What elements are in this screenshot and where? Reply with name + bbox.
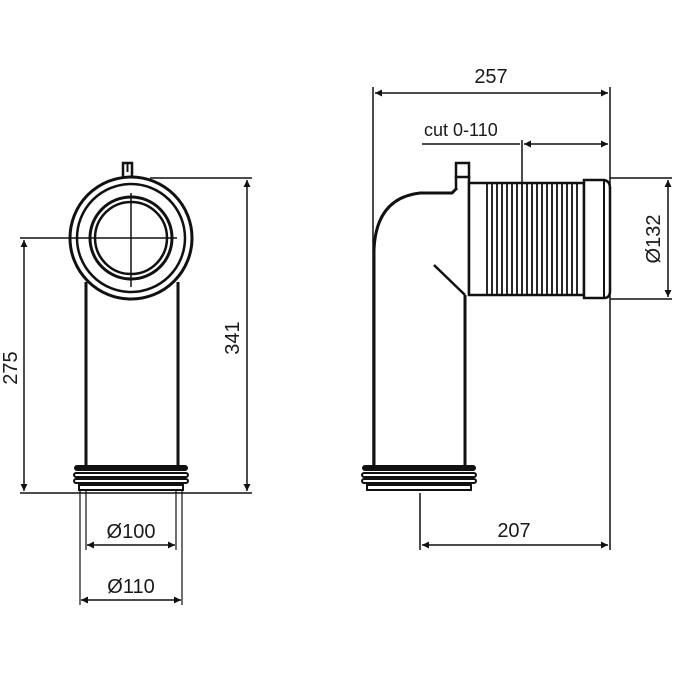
- dim-207-label: 207: [497, 520, 530, 542]
- outlet-collar: [582, 178, 612, 300]
- seal-rings: [73, 465, 189, 491]
- elbow-outer: [372, 186, 459, 470]
- dim-d100-label: Ø100: [107, 521, 156, 543]
- dim-341-label: 341: [222, 321, 244, 354]
- side-view: [361, 87, 672, 550]
- dim-275-label: 275: [0, 351, 22, 384]
- corrugations: [486, 183, 578, 295]
- front-view: [20, 161, 252, 605]
- side-lug: [454, 161, 471, 179]
- side-seal-rings: [361, 465, 477, 491]
- dim-257-label: 257: [474, 66, 507, 88]
- dim-d132-label: Ø132: [643, 215, 665, 264]
- dim-d110-label: Ø110: [107, 576, 154, 598]
- cut-range-label: cut 0-110: [424, 120, 498, 140]
